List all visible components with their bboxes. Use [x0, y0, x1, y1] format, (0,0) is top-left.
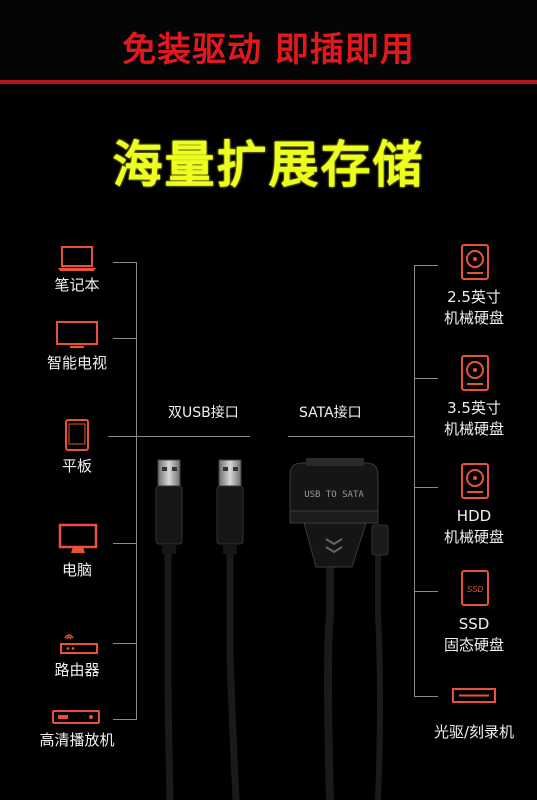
headline: 海量扩展存储 [112, 136, 425, 194]
right-device-label-line2: 固态硬盘 [443, 636, 504, 654]
left-device-label: 笔记本 [54, 276, 100, 294]
right-connector-line [288, 436, 414, 437]
usb-sata-cable-image: USB TO SATA [155, 458, 389, 800]
left-device-label: 路由器 [54, 661, 100, 679]
left-bracket-line [136, 262, 137, 720]
left-device-label: 平板 [61, 457, 92, 475]
sata-port-label: SATA接口 [299, 405, 362, 421]
laptop-icon [58, 246, 96, 271]
right-device-label-line1: 3.5英寸 [447, 399, 501, 417]
right-device-label-line1: 光驱/刻录机 [433, 723, 515, 741]
optical-drive-icon [452, 688, 496, 703]
right-device-label-line1: 2.5英寸 [447, 288, 501, 306]
adapter-label-text: USB TO SATA [304, 490, 364, 500]
left-device-label: 高清播放机 [39, 731, 115, 749]
ssd-icon: SSD [461, 570, 489, 606]
hdd-icon [461, 244, 489, 280]
right-device-label-line1: SSD [458, 615, 490, 633]
right-tick [414, 696, 438, 697]
left-device-label: 电脑 [61, 561, 92, 579]
usb-port-label: 双USB接口 [168, 405, 239, 421]
left-tick [113, 338, 137, 339]
left-connector-line [108, 436, 250, 437]
right-tick [414, 591, 438, 592]
right-tick [414, 265, 438, 266]
right-bracket-line [414, 265, 415, 697]
right-device-label-line2: 机械硬盘 [443, 528, 504, 546]
left-tick [113, 262, 137, 263]
banner-divider [0, 80, 537, 84]
tv-icon [56, 321, 98, 348]
monitor-icon [58, 523, 98, 553]
left-tick [113, 643, 137, 644]
left-tick [113, 719, 137, 720]
right-tick [414, 378, 438, 379]
slogan-text: 免装驱动 即插即用 [122, 30, 415, 70]
router-icon [60, 634, 98, 654]
left-device-label: 智能电视 [46, 354, 107, 372]
top-banner: 免装驱动 即插即用 [0, 0, 537, 80]
right-device-label-line1: HDD [456, 507, 492, 525]
hdd-icon [461, 463, 489, 499]
right-device-label-line2: 机械硬盘 [443, 309, 504, 327]
ssd-icon-text: SSD [467, 585, 484, 594]
right-device-label-line2: 机械硬盘 [443, 420, 504, 438]
hdd-icon [461, 355, 489, 391]
tablet-icon [65, 419, 89, 451]
left-tick [113, 543, 137, 544]
media-player-icon [52, 710, 100, 724]
right-tick [414, 487, 438, 488]
